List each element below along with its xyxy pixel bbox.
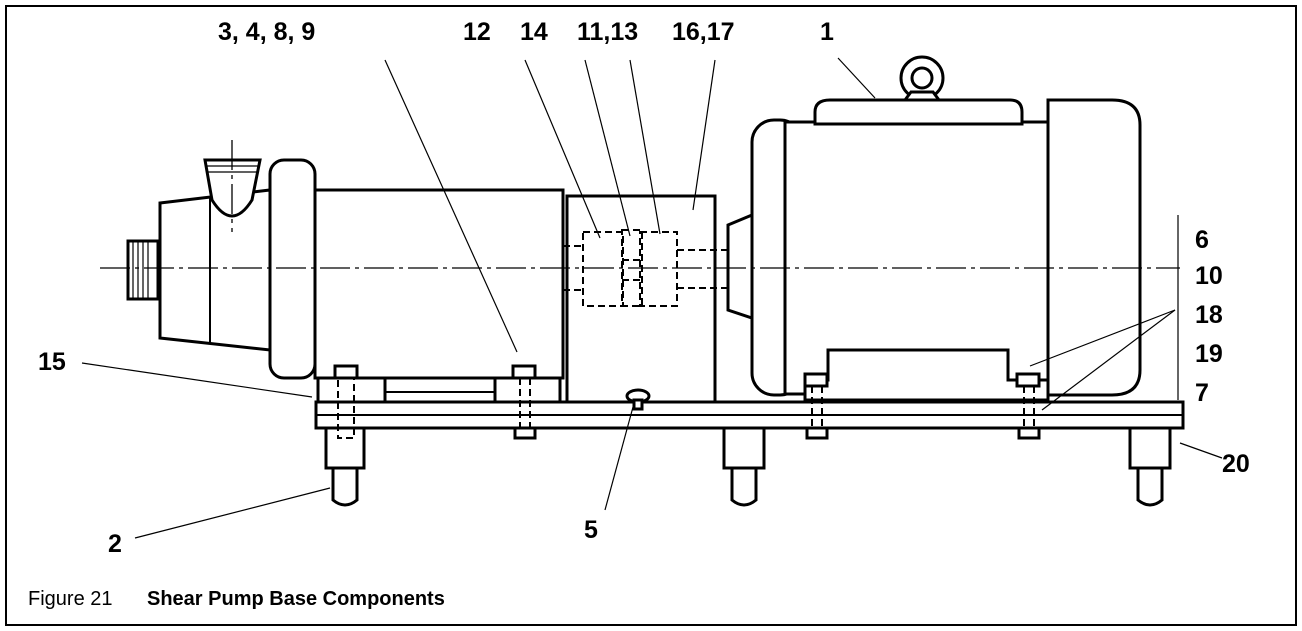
coupling-guard — [563, 194, 728, 406]
callout-15: 15 — [38, 348, 66, 376]
terminal-box — [813, 98, 1024, 126]
callout-3-4-8-9: 3, 4, 8, 9 — [218, 18, 315, 46]
callout-2: 2 — [108, 530, 122, 558]
callout-10: 10 — [1195, 262, 1223, 290]
callout-16-17: 16,17 — [672, 18, 735, 46]
motor-fan-cover — [1046, 98, 1142, 397]
figure-border — [5, 5, 1297, 626]
leader-lines — [81, 57, 1223, 539]
callout-6: 6 — [1195, 226, 1209, 254]
callout-11-13: 11,13 — [577, 18, 638, 46]
mounting-bolts — [333, 364, 1041, 440]
callout-5: 5 — [584, 516, 598, 544]
callout-7: 7 — [1195, 379, 1209, 407]
pump-foot-right — [493, 376, 562, 404]
callout-1: 1 — [820, 18, 834, 46]
callout-12: 12 — [463, 18, 491, 46]
pump-foot-left — [316, 376, 387, 404]
pump-cover — [158, 188, 272, 352]
motor-feet — [803, 348, 1050, 402]
motor-assembly — [726, 55, 1142, 402]
callout-18: 18 — [1195, 301, 1223, 329]
pump-body — [313, 188, 565, 380]
base-frame — [314, 364, 1185, 507]
figure-number: Figure 21 — [28, 588, 113, 610]
figure-title: Shear Pump Base Components — [147, 588, 445, 610]
base-legs — [324, 426, 1172, 507]
motor-shaft-boss — [726, 212, 754, 321]
pump-flange — [268, 158, 317, 380]
callout-20: 20 — [1222, 450, 1250, 478]
callout-19: 19 — [1195, 340, 1223, 368]
callout-14: 14 — [520, 18, 548, 46]
